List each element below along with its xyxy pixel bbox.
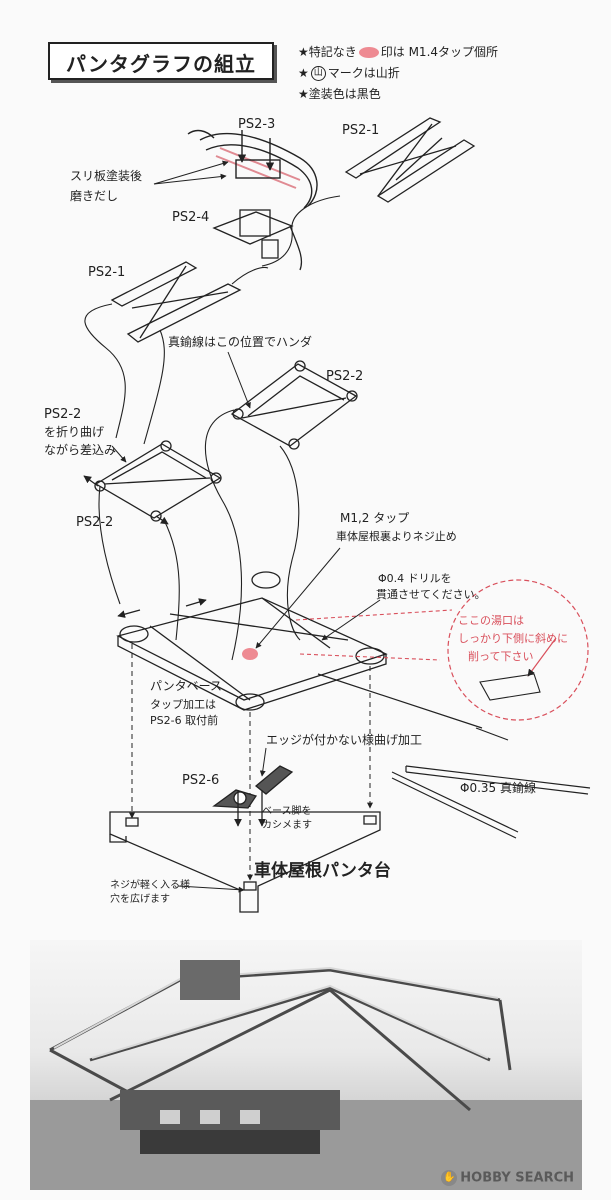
part-ps2-2-right — [230, 360, 358, 450]
label-base-3: PS2-6 取付前 — [150, 713, 218, 727]
part-ps2-1-left — [110, 261, 242, 343]
label-fold-2: ながら差込み — [44, 442, 116, 457]
note-fold: ★山マークは山折 — [298, 63, 498, 84]
title-box: パンタグラフの組立 — [48, 42, 274, 80]
label-kashime-2: カシメます — [262, 819, 312, 831]
label-ps2-4: PS2-4 — [172, 210, 209, 225]
label-shinchu-solder: 真鍮線はこの位置でハンダ — [168, 334, 312, 349]
brass-wire — [317, 673, 591, 839]
label-ps2-3: PS2-3 — [238, 117, 275, 132]
assembly-flow-lines — [84, 195, 341, 661]
label-base-2: タップ加工は — [150, 698, 216, 711]
label-screw-2: 穴を広げます — [110, 892, 170, 905]
label-m12-1: M1,2 タップ — [340, 511, 409, 525]
watermark-text: HOBBY SEARCH — [460, 1170, 574, 1186]
label-base-1: パンタベース — [150, 679, 222, 693]
part-roof-stand — [109, 811, 381, 913]
hobby-search-logo-icon: ✋ — [441, 1170, 458, 1186]
label-edge: エッジが付かない様曲げ加工 — [266, 732, 422, 747]
part-ps2-1-top — [344, 117, 476, 203]
part-ps2-6 — [212, 765, 294, 827]
tap-mark-icon-base — [242, 648, 258, 660]
mountain-fold-icon: 山 — [310, 66, 326, 81]
label-ps2-2-bottom: PS2-2 — [76, 515, 113, 530]
label-suri-1: スリ板塗装後 — [70, 168, 142, 183]
label-yuguchi-2: しっかり下側に斜めに — [458, 632, 568, 645]
label-ps2-2-left: PS2-2 — [44, 407, 81, 422]
note-fold-pre: ★ — [298, 66, 309, 80]
label-yuguchi-1: ここの湯口は — [458, 614, 524, 627]
assembled-pantograph-photo: ✋HOBBY SEARCH — [30, 940, 582, 1190]
leader-lines — [111, 160, 381, 893]
note-paint: ★塗装色は黒色 — [298, 87, 381, 101]
note-tap: ★特記なき 印は M1.4タップ個所 — [298, 42, 498, 63]
note-tap-pre: ★特記なき — [298, 45, 357, 59]
label-wire: Φ0.35 真鍮線 — [460, 780, 536, 795]
label-ps2-1-top: PS2-1 — [342, 123, 379, 138]
legend-notes: ★特記なき 印は M1.4タップ個所 ★山マークは山折 ★塗装色は黒色 — [298, 42, 498, 105]
label-drill-1: Φ0.4 ドリルを — [378, 572, 452, 585]
label-ps2-6: PS2-6 — [182, 773, 219, 788]
yuguchi-callout — [295, 579, 589, 721]
label-yuguchi-3: 削って下さい — [468, 649, 533, 663]
part-ps2-2-left — [83, 440, 222, 525]
label-drill-2: 貫通させてください。 — [376, 588, 486, 601]
label-kashime-1: ベース脚を — [262, 804, 312, 817]
label-ps2-1-left: PS2-1 — [88, 265, 125, 280]
label-fold-1: を折り曲げ — [44, 424, 104, 439]
note-fold-post: マークは山折 — [327, 66, 400, 80]
part-ps2-3 — [187, 129, 318, 209]
label-roof-stand: 車体屋根パンタ台 — [254, 860, 391, 881]
page-title: パンタグラフの組立 — [66, 52, 256, 76]
part-panta-base — [116, 571, 388, 711]
note-tap-post: 印は M1.4タップ個所 — [380, 45, 499, 59]
label-m12-2: 車体屋根裏よりネジ止め — [336, 529, 457, 543]
tap-mark-icon — [358, 47, 379, 58]
label-suri-2: 磨きだし — [70, 189, 118, 203]
pantograph-photo-illustration — [30, 960, 582, 1190]
watermark: ✋HOBBY SEARCH — [441, 1170, 574, 1186]
part-ps2-4 — [212, 209, 303, 271]
label-ps2-2-right: PS2-2 — [326, 369, 363, 384]
label-screw-1: ネジが軽く入る様 — [110, 878, 190, 891]
